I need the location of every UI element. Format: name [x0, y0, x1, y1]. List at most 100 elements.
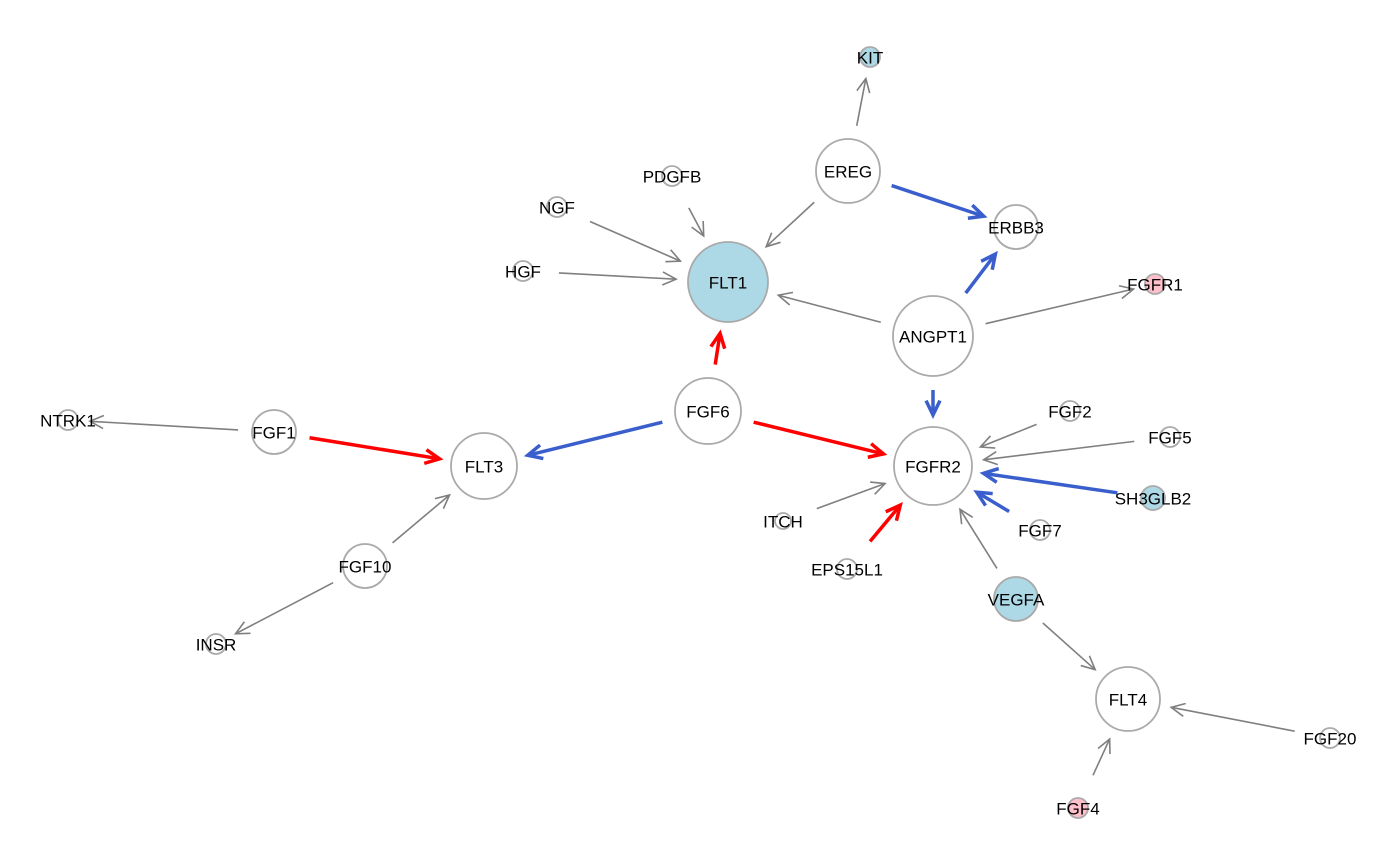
node-circle[interactable] — [993, 576, 1039, 622]
node-circle[interactable] — [687, 241, 769, 323]
edge-line — [235, 581, 334, 635]
arrowhead-icon — [1097, 737, 1111, 755]
node-fgfr2[interactable]: FGFR2 — [893, 426, 973, 506]
node-label: VEGFA — [988, 591, 1045, 610]
node-label: NTRK1 — [40, 412, 96, 431]
node-fgf20[interactable]: FGF20 — [1304, 727, 1357, 749]
edge-line — [959, 508, 998, 569]
arrowhead-icon — [924, 399, 942, 420]
node-insr[interactable]: INSR — [196, 633, 237, 655]
node-eps15l1[interactable]: EPS15L1 — [811, 558, 883, 580]
edge-line — [868, 504, 902, 543]
edge-ereg-to-kit — [855, 76, 871, 126]
node-circle[interactable] — [546, 196, 568, 218]
node-fgf2[interactable]: FGF2 — [1048, 400, 1092, 422]
edge-line — [778, 294, 881, 324]
node-circle[interactable] — [836, 558, 858, 580]
node-label: FGF6 — [686, 403, 729, 422]
node-label: KIT — [857, 49, 883, 68]
edge-vegfa-to-flt4 — [1042, 622, 1097, 671]
node-circle[interactable] — [1059, 400, 1081, 422]
edge-line — [392, 494, 451, 544]
node-label: FGF1 — [252, 424, 295, 443]
node-erbb3[interactable]: ERBB3 — [988, 204, 1044, 250]
edge-fgf4-to-flt4 — [1092, 737, 1111, 776]
edge-fgf5-to-fgfr2 — [981, 440, 1135, 466]
node-fgf4[interactable]: FGF4 — [1056, 797, 1100, 819]
node-circle[interactable] — [512, 260, 534, 282]
arrowhead-icon — [856, 76, 871, 94]
node-circle[interactable] — [205, 633, 227, 655]
edge-line — [816, 482, 886, 510]
arrowhead-icon — [1080, 655, 1097, 671]
node-angpt1[interactable]: ANGPT1 — [892, 295, 974, 377]
node-ereg[interactable]: EREG — [815, 138, 881, 204]
node-circle[interactable] — [774, 512, 792, 530]
node-circle[interactable] — [1095, 666, 1161, 732]
edge-fgf6-to-flt1 — [709, 329, 727, 365]
node-circle[interactable] — [1319, 727, 1341, 749]
edge-line — [89, 420, 239, 431]
node-sh3glb2[interactable]: SH3GLB2 — [1115, 485, 1192, 511]
node-pdgfb[interactable]: PDGFB — [643, 165, 702, 187]
node-label: NGF — [539, 199, 575, 218]
node-flt4[interactable]: FLT4 — [1095, 666, 1161, 732]
node-label: FLT3 — [465, 458, 503, 477]
arrowhead-icon — [978, 435, 996, 449]
node-circle[interactable] — [450, 432, 518, 500]
node-flt3[interactable]: FLT3 — [450, 432, 518, 500]
node-label: HGF — [505, 263, 541, 282]
node-label: FGF7 — [1018, 522, 1061, 541]
edge-eps15l1-to-fgfr2 — [868, 502, 903, 543]
arrowhead-icon — [973, 490, 993, 507]
edge-line — [1171, 706, 1295, 732]
node-vegfa[interactable]: VEGFA — [988, 576, 1045, 622]
edge-line — [975, 490, 1011, 514]
node-hgf[interactable]: HGF — [505, 260, 541, 282]
node-flt1[interactable]: FLT1 — [687, 241, 769, 323]
node-kit[interactable]: KIT — [857, 46, 883, 68]
node-circle[interactable] — [661, 165, 683, 187]
node-circle[interactable] — [993, 204, 1039, 250]
node-label: FGF4 — [1056, 800, 1099, 819]
edge-ereg-to-erbb3 — [891, 183, 988, 221]
node-circle[interactable] — [1067, 797, 1089, 819]
node-label: ERBB3 — [988, 219, 1044, 238]
node-circle[interactable] — [1029, 519, 1051, 541]
node-fgfr1[interactable]: FGFR1 — [1127, 273, 1183, 295]
edge-fgf20-to-flt4 — [1169, 702, 1295, 732]
node-fgf1[interactable]: FGF1 — [251, 409, 297, 455]
edge-fgf1-to-ntrk1 — [88, 414, 239, 431]
node-fgf7[interactable]: FGF7 — [1018, 519, 1062, 541]
node-itch[interactable]: ITCH — [763, 512, 803, 532]
node-fgf6[interactable]: FGF6 — [674, 377, 742, 445]
node-circle[interactable] — [893, 426, 973, 506]
edge-line — [983, 471, 1118, 495]
edges-layer — [88, 76, 1295, 776]
node-circle[interactable] — [892, 295, 974, 377]
node-ntrk1[interactable]: NTRK1 — [40, 409, 96, 431]
edge-line — [688, 207, 705, 237]
node-label: FLT1 — [709, 274, 747, 293]
node-fgf10[interactable]: FGF10 — [339, 543, 392, 589]
node-circle[interactable] — [815, 138, 881, 204]
node-fgf5[interactable]: FGF5 — [1148, 426, 1192, 448]
node-circle[interactable] — [674, 377, 742, 445]
node-circle[interactable] — [1140, 485, 1166, 511]
node-circle[interactable] — [1159, 426, 1181, 448]
arrowhead-icon — [981, 451, 999, 466]
node-circle[interactable] — [1144, 273, 1166, 295]
edge-angpt1-to-fgfr2 — [924, 390, 942, 420]
node-ngf[interactable]: NGF — [539, 196, 575, 218]
node-circle[interactable] — [342, 543, 388, 589]
arrowhead-icon — [434, 493, 451, 509]
arrowhead-icon — [423, 448, 444, 466]
edge-line — [964, 252, 997, 295]
edge-line — [753, 420, 884, 456]
node-circle[interactable] — [251, 409, 297, 455]
node-label: SH3GLB2 — [1115, 490, 1192, 509]
node-circle[interactable] — [859, 46, 881, 68]
node-circle[interactable] — [57, 409, 79, 431]
arrowhead-icon — [233, 621, 251, 635]
arrowhead-icon — [665, 249, 683, 263]
